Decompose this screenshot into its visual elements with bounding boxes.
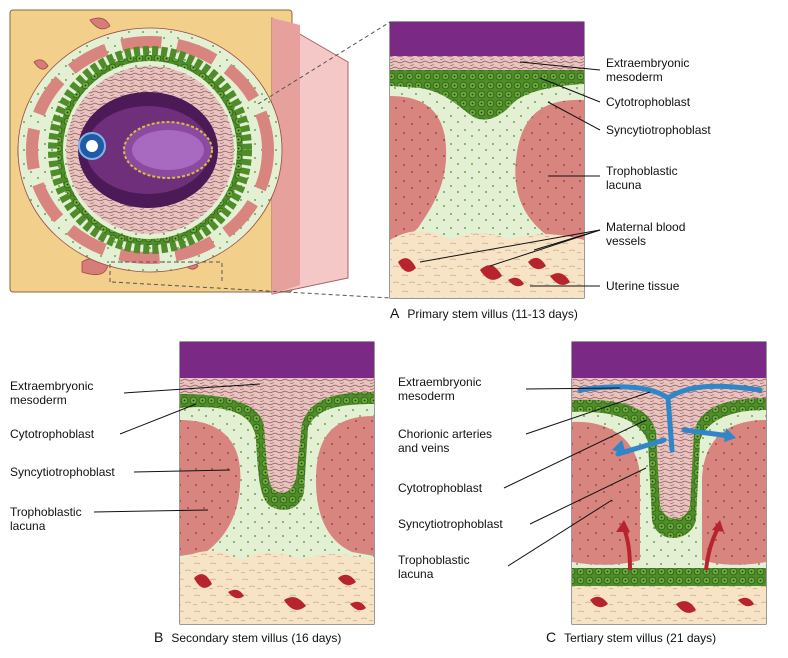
panel-a-caption: A Primary stem villus (11-13 days): [390, 306, 578, 321]
panel-b-lacuna-right: [316, 416, 374, 556]
panel-a-label-trophoblastic-lacuna: Trophoblastic lacuna: [606, 164, 678, 192]
panel-c-caption: C Tertiary stem villus (21 days): [546, 630, 716, 645]
panel-b-diagram: [179, 341, 375, 625]
panel-a-maternal-vessels: [398, 257, 570, 287]
panel-a-letter: A: [390, 305, 400, 321]
panel-c-label-syncytiotrophoblast: Syncytiotrophoblast: [398, 517, 503, 531]
panel-c-maternal-vessels: [590, 596, 754, 613]
panel-a-label-cytotrophoblast: Cytotrophoblast: [606, 95, 691, 109]
panel-a-caption-text: Primary stem villus (11-13 days): [407, 307, 578, 321]
panel-a-cyto: [390, 70, 584, 120]
panel-c-label-trophoblastic-lacuna: Trophoblastic lacuna: [398, 553, 470, 581]
panel-b-label-trophoblastic-lacuna: Trophoblastic lacuna: [10, 505, 82, 533]
overview-lacunae: [26, 36, 274, 264]
panel-b-lacuna-left: [180, 420, 241, 556]
leader-lines: [93, 61, 651, 567]
panel-b-chorion-purple: [180, 342, 374, 378]
panel-c-mesoderm-core: [572, 378, 766, 519]
panel-a-mesoderm-band: [390, 56, 584, 70]
panel-a-label-uterine-tissue: Uterine tissue: [606, 279, 680, 293]
panel-a-chorion-purple: [390, 22, 584, 56]
panel-c-label-extraembryonic-mesoderm: Extraembryonic mesoderm: [398, 375, 482, 403]
panel-c-caption-text: Tertiary stem villus (21 days): [564, 631, 717, 645]
panel-c-letter: C: [546, 629, 557, 645]
panel-b-maternal-vessels: [194, 574, 366, 611]
panel-b-caption: B Secondary stem villus (16 days): [154, 630, 341, 645]
panel-b-label-syncytiotrophoblast: Syncytiotrophoblast: [10, 465, 115, 479]
panel-b-letter: B: [154, 629, 164, 645]
zoom-connectors: [109, 21, 391, 299]
panel-a-label-syncytiotrophoblast: Syncytiotrophoblast: [606, 123, 711, 137]
panel-a-label-maternal-blood-vessels: Maternal blood vessels: [606, 220, 686, 248]
panel-b-label-cytotrophoblast: Cytotrophoblast: [10, 427, 95, 441]
panel-b-label-extraembryonic-mesoderm: Extraembryonic mesoderm: [10, 379, 94, 407]
panel-a-lacuna-left: [390, 96, 447, 240]
panel-a-label-extraembryonic-mesoderm: Extraembryonic mesoderm: [606, 56, 690, 84]
panel-c-chorion-purple: [572, 342, 766, 378]
panel-c-label-chorionic-arteries-veins: Chorionic arteries and veins: [398, 427, 493, 455]
panel-b-mesoderm-core: [180, 378, 374, 493]
panel-c-label-cytotrophoblast: Cytotrophoblast: [398, 481, 483, 495]
panel-a-diagram: [389, 21, 585, 299]
panel-c-lower-cyto: [572, 568, 766, 586]
overview-illustration: [9, 9, 349, 295]
panel-c-diagram: [571, 341, 767, 625]
panel-a-lacuna-right: [515, 99, 584, 240]
panel-b-caption-text: Secondary stem villus (16 days): [171, 631, 342, 645]
